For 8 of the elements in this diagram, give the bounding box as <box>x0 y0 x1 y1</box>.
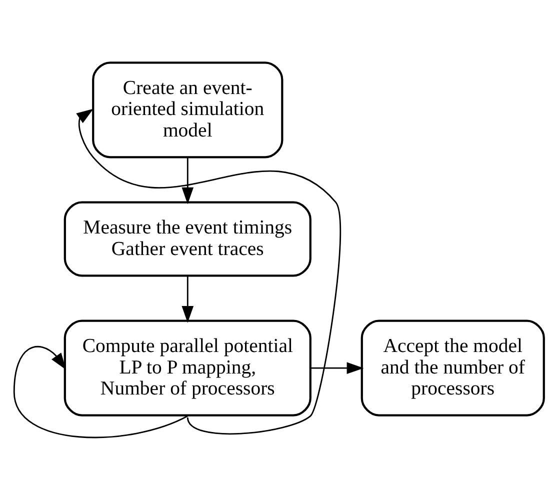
node-box: Accept the model and the number of processors <box>360 319 545 416</box>
node-box: Compute parallel potential LP to P mapping, Number of processors <box>64 319 312 416</box>
arrow <box>182 156 194 204</box>
node-box: Measure the event timings Gather event traces <box>64 200 312 276</box>
arrow <box>310 362 364 374</box>
node-box: Create an event-oriented simulation model <box>92 61 284 158</box>
arrow <box>182 276 194 322</box>
arrow <box>76 108 341 434</box>
